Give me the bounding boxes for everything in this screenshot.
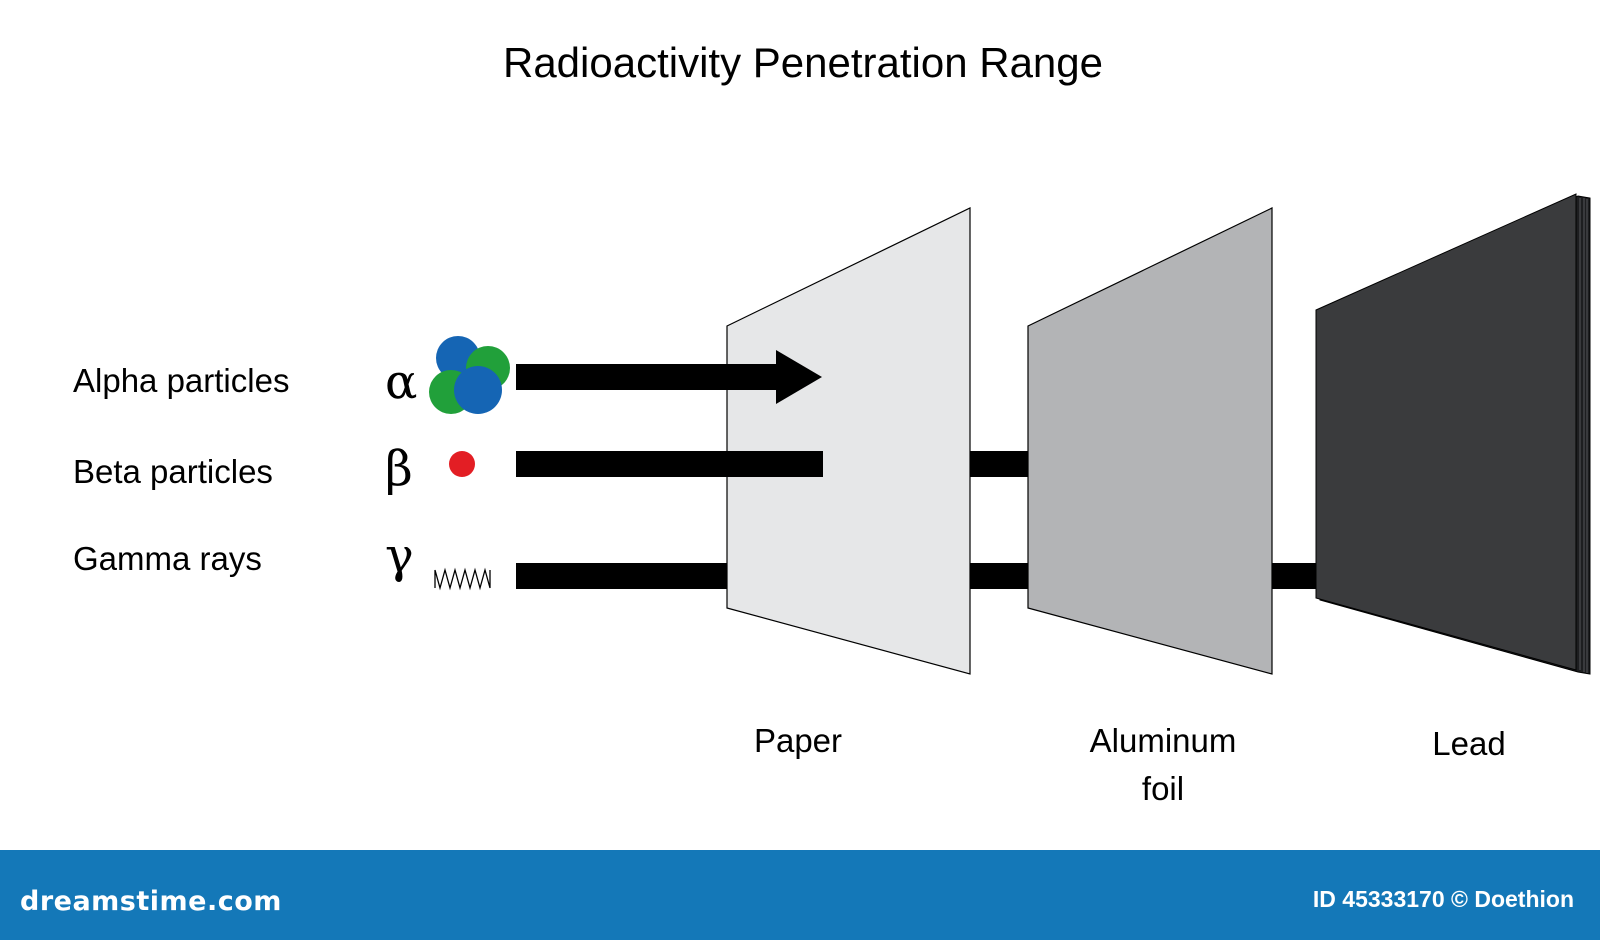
symbol-beta: β: [385, 441, 413, 497]
gamma-wave-icon: [434, 567, 491, 591]
symbol-alpha: α: [385, 354, 417, 410]
footer-brand-logo[interactable]: dreamstime.com: [20, 886, 282, 917]
alpha-particle-icon: [429, 336, 510, 414]
label-gamma-rays: Gamma rays: [73, 540, 262, 577]
barrier-label-lead: Lead: [1432, 725, 1505, 762]
label-beta-particles: Beta particles: [73, 453, 273, 490]
diagram-canvas: Radioactivity Penetration Range Alpha pa…: [73, 39, 1591, 807]
barrier-label-foil: foil: [1142, 770, 1184, 807]
footer-credit: ID 45333170 © Doethion: [1312, 886, 1574, 912]
alpha-arrow: [516, 350, 822, 404]
aluminum-foil-barrier: [1027, 207, 1273, 675]
lead-barrier: [1315, 193, 1591, 675]
beta-particle-icon: [449, 451, 475, 477]
paper-barrier: [726, 207, 971, 675]
label-alpha-particles: Alpha particles: [73, 362, 289, 399]
barrier-label-aluminum: Aluminum: [1090, 722, 1237, 759]
symbol-gamma: γ: [385, 528, 414, 584]
beta-arrow-segment-1: [516, 451, 823, 477]
barrier-label-paper: Paper: [754, 722, 842, 759]
diagram-title: Radioactivity Penetration Range: [503, 39, 1103, 86]
footer-bar: dreamstime.com ID 45333170 © Doethion: [0, 850, 1600, 940]
